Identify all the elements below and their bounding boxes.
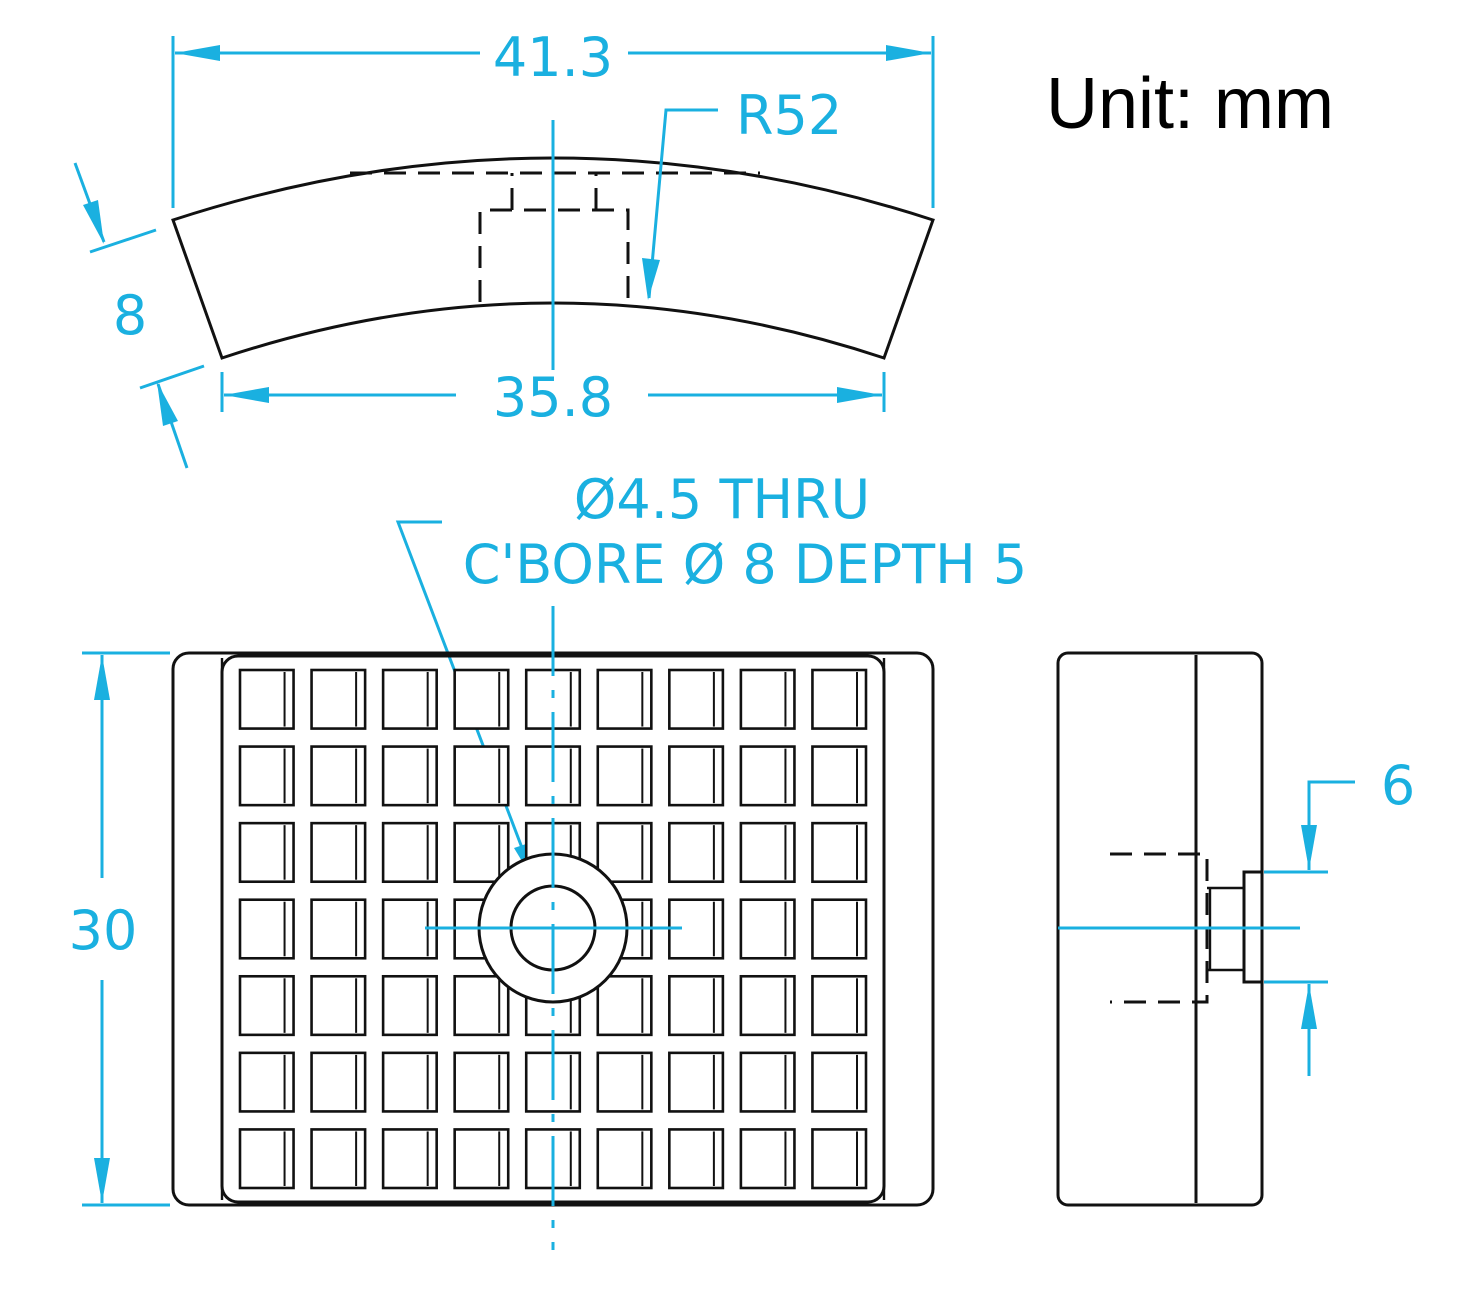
top-view-hidden-hole <box>510 173 598 210</box>
dim-8-ext-top <box>89 228 157 254</box>
dim-6-arrow-top <box>1301 825 1317 870</box>
front-view: 30 <box>69 606 935 1250</box>
dim-6-label: 6 <box>1381 754 1415 817</box>
side-view: 6 <box>1056 651 1415 1207</box>
dim-8-ext-bottom <box>139 364 205 390</box>
dim-35-arrow-left <box>224 387 269 403</box>
dim-8-label: 8 <box>113 284 147 347</box>
radius-leader <box>647 108 718 299</box>
hole-note-line2: C'BORE Ø 8 DEPTH 5 <box>463 533 1028 596</box>
dim-41-arrow-left <box>175 45 220 61</box>
top-view: 41.3 R52 8 35.8 <box>73 26 935 469</box>
dim-35-label: 35.8 <box>493 366 613 429</box>
top-view-outline <box>171 156 935 360</box>
top-view-hidden-cbore <box>478 208 630 302</box>
radius-arrow <box>642 258 660 300</box>
dim-30-arrow-bottom <box>94 1158 110 1203</box>
unit-label: Unit: mm <box>1046 64 1334 144</box>
dim-8-arrow-bottom <box>157 382 178 426</box>
dim-8-arrow-top <box>83 200 104 244</box>
hole-note-line1: Ø4.5 THRU <box>574 468 870 531</box>
dim-41-arrow-right <box>886 45 931 61</box>
dim-35-arrow-right <box>837 387 882 403</box>
dim-6-arrow-bottom <box>1301 984 1317 1029</box>
dim-30-arrow-top <box>94 655 110 700</box>
grid-cells <box>238 668 868 1190</box>
dim-30-label: 30 <box>69 899 138 962</box>
dim-41-label: 41.3 <box>493 26 613 89</box>
radius-label: R52 <box>736 84 842 147</box>
